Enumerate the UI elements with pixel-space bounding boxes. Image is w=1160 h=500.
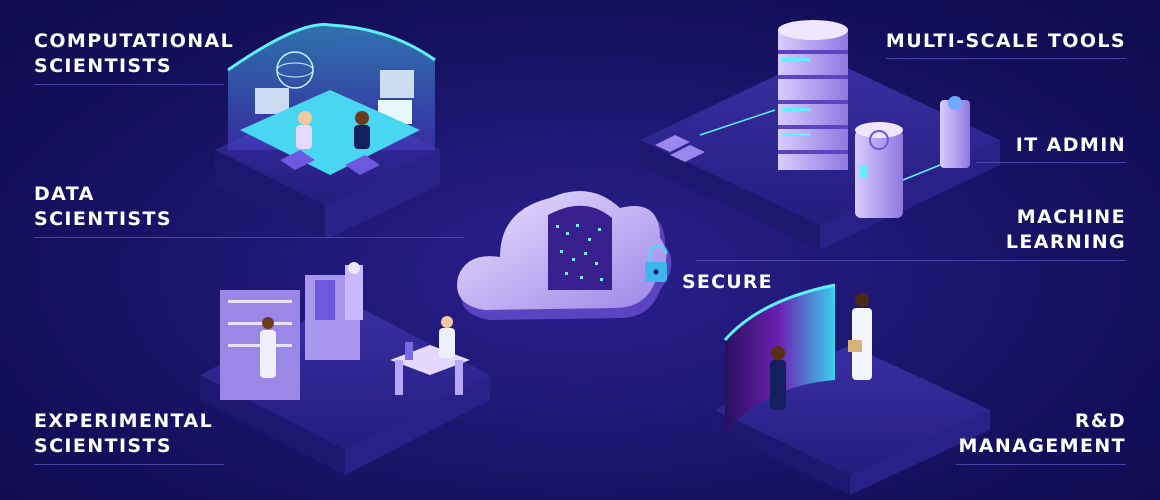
label-line: SCIENTISTS bbox=[34, 55, 172, 77]
label-line: COMPUTATIONAL bbox=[34, 30, 235, 52]
secure-label: SECURE bbox=[682, 271, 773, 293]
management-illustration bbox=[715, 283, 990, 495]
cloud-illustration bbox=[457, 190, 672, 320]
divider bbox=[886, 58, 1126, 59]
label-data-scientists: DATA SCIENTISTS bbox=[34, 182, 172, 232]
computational-lab-illustration bbox=[215, 23, 440, 240]
server-room-illustration bbox=[640, 20, 1000, 250]
divider bbox=[34, 464, 224, 465]
label-line: MACHINE bbox=[1016, 206, 1126, 228]
label-line: LEARNING bbox=[1005, 231, 1126, 253]
label-experimental-scientists: EXPERIMENTAL SCIENTISTS bbox=[34, 409, 213, 459]
label-line: DATA bbox=[34, 183, 95, 205]
label-multi-scale-tools: MULTI-SCALE TOOLS bbox=[886, 29, 1126, 54]
divider bbox=[956, 464, 1126, 465]
label-machine-learning: MACHINE LEARNING bbox=[1006, 205, 1126, 255]
lock-icon bbox=[645, 244, 668, 282]
label-it-admin: IT ADMIN bbox=[1016, 133, 1126, 158]
divider bbox=[696, 260, 1126, 261]
experimental-lab-illustration bbox=[200, 262, 490, 475]
divider bbox=[34, 237, 464, 238]
label-line: IT ADMIN bbox=[1015, 134, 1126, 156]
server-icon bbox=[778, 20, 848, 170]
divider bbox=[976, 162, 1126, 163]
divider bbox=[34, 84, 224, 85]
label-rnd-management: R&D MANAGEMENT bbox=[958, 409, 1126, 459]
label-computational-scientists: COMPUTATIONAL SCIENTISTS bbox=[34, 29, 234, 79]
label-line: R&D bbox=[1074, 410, 1126, 432]
label-line: SCIENTISTS bbox=[34, 435, 172, 457]
label-line: MANAGEMENT bbox=[958, 435, 1126, 457]
label-line: EXPERIMENTAL bbox=[34, 410, 214, 432]
label-line: SCIENTISTS bbox=[34, 208, 172, 230]
label-line: MULTI-SCALE TOOLS bbox=[885, 30, 1126, 52]
